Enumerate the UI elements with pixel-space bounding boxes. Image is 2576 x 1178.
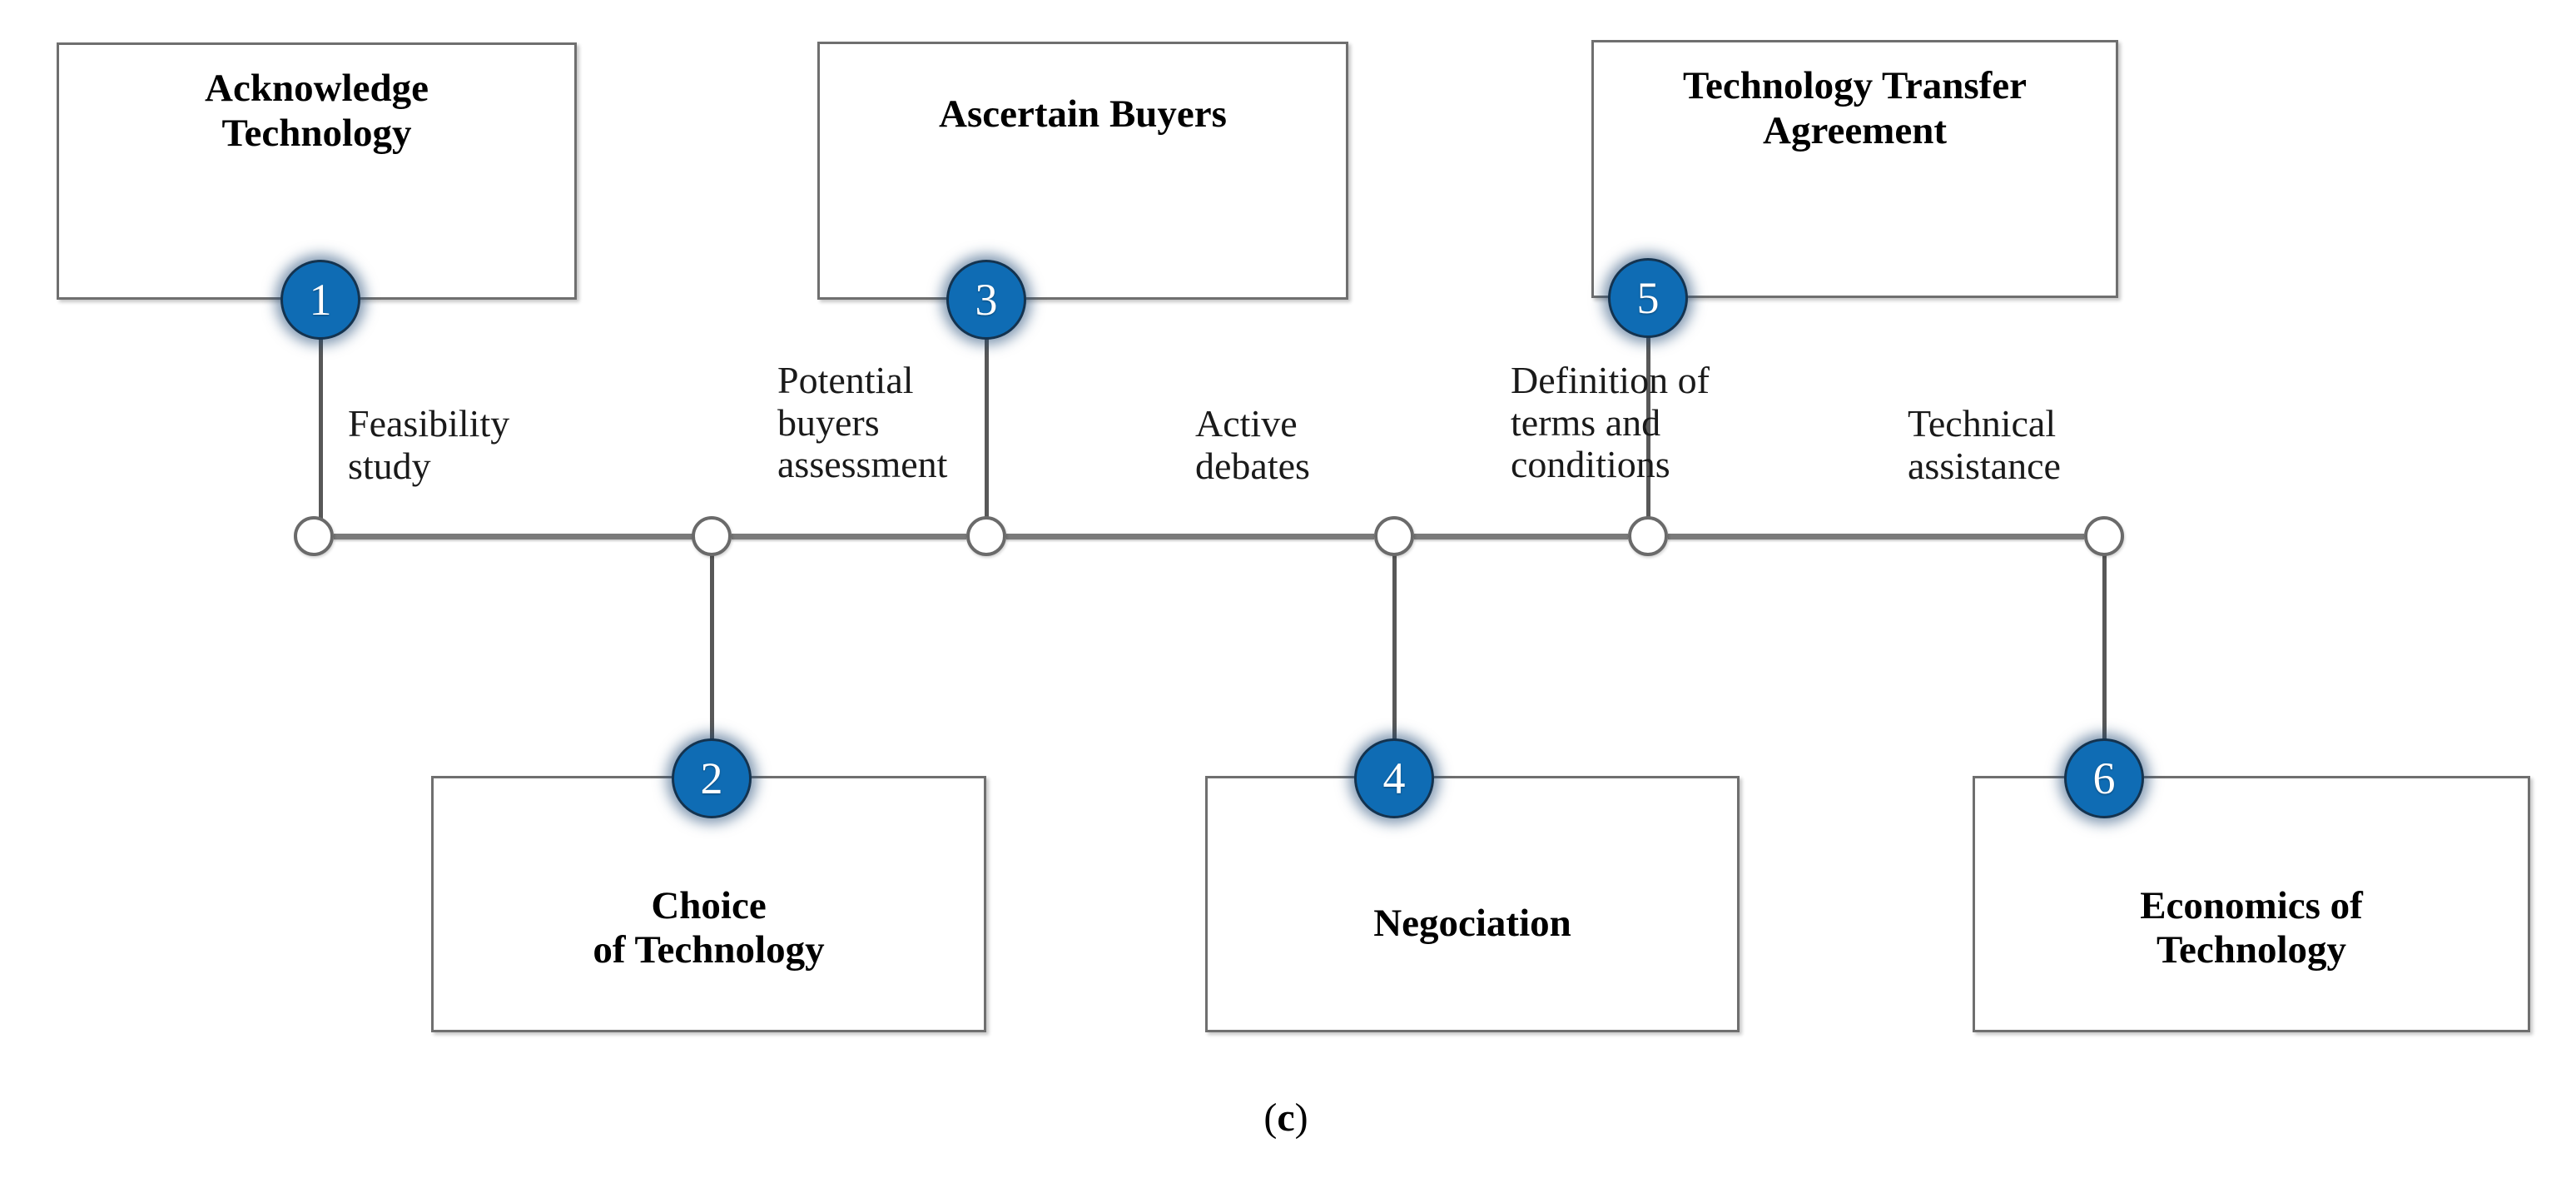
step-badge-2-number: 2 bbox=[700, 753, 723, 803]
timeline-segment-5 bbox=[1668, 534, 2084, 539]
process-box-4[interactable]: Negociation bbox=[1205, 776, 1740, 1032]
timeline-node-6[interactable] bbox=[2084, 516, 2124, 556]
figure-caption: (c) bbox=[1203, 1095, 1369, 1141]
step-badge-2[interactable]: 2 bbox=[672, 738, 752, 818]
step-badge-6[interactable]: 6 bbox=[2064, 738, 2144, 818]
step-badge-3[interactable]: 3 bbox=[946, 260, 1026, 340]
milestone-label-technical-assistance: Technical assistance bbox=[1908, 402, 2061, 487]
step-badge-4-number: 4 bbox=[1382, 753, 1406, 803]
timeline-node-5[interactable] bbox=[1628, 516, 1668, 556]
milestone-label-active-debates: Active debates bbox=[1195, 402, 1310, 487]
timeline-segment-3 bbox=[1006, 534, 1374, 539]
timeline-segment-4 bbox=[1414, 534, 1628, 539]
process-box-3[interactable]: Ascertain Buyers bbox=[817, 42, 1348, 300]
figure-caption-letter: c bbox=[1277, 1096, 1295, 1140]
process-box-4-title: Negociation bbox=[1373, 902, 1571, 946]
timeline-node-1[interactable] bbox=[294, 516, 334, 556]
timeline-segment-2 bbox=[732, 534, 966, 539]
figure-caption-close-paren: ) bbox=[1294, 1096, 1308, 1140]
milestone-label-feasibility-study: Feasibility study bbox=[348, 402, 510, 487]
step-badge-5-number: 5 bbox=[1636, 273, 1660, 323]
step-badge-6-number: 6 bbox=[2092, 753, 2116, 803]
timeline-node-3[interactable] bbox=[966, 516, 1006, 556]
connector-stem-4 bbox=[1392, 553, 1397, 751]
process-box-3-title: Ascertain Buyers bbox=[939, 92, 1227, 136]
process-box-1-title: Acknowledge Technology bbox=[205, 67, 429, 155]
milestone-label-potential-buyers-assessment: Potential buyers assessment bbox=[777, 359, 948, 486]
process-box-2-title: Choice of Technology bbox=[593, 883, 825, 972]
connector-stem-1 bbox=[319, 333, 323, 539]
connector-stem-2 bbox=[710, 553, 714, 751]
connector-stem-3 bbox=[985, 333, 989, 539]
step-badge-5[interactable]: 5 bbox=[1608, 258, 1688, 338]
step-badge-1[interactable]: 1 bbox=[280, 260, 360, 340]
timeline-node-4[interactable] bbox=[1374, 516, 1414, 556]
process-box-5[interactable]: Technology Transfer Agreement bbox=[1591, 40, 2118, 298]
connector-stem-5 bbox=[1646, 333, 1650, 539]
process-box-5-title: Technology Transfer Agreement bbox=[1682, 64, 2028, 152]
process-box-6-title: Economics of Technology bbox=[2140, 883, 2363, 972]
figure-caption-open-paren: ( bbox=[1263, 1096, 1278, 1140]
milestone-label-definition-of-terms-and-conditions: Definition of terms and conditions bbox=[1511, 359, 1710, 486]
step-badge-3-number: 3 bbox=[975, 275, 998, 325]
timeline-node-2[interactable] bbox=[692, 516, 732, 556]
step-badge-4[interactable]: 4 bbox=[1354, 738, 1434, 818]
process-box-1[interactable]: Acknowledge Technology bbox=[57, 42, 577, 300]
timeline-segment-1 bbox=[334, 534, 693, 539]
process-box-6[interactable]: Economics of Technology bbox=[1973, 776, 2530, 1032]
step-badge-1-number: 1 bbox=[309, 275, 332, 325]
connector-stem-6 bbox=[2102, 553, 2107, 751]
